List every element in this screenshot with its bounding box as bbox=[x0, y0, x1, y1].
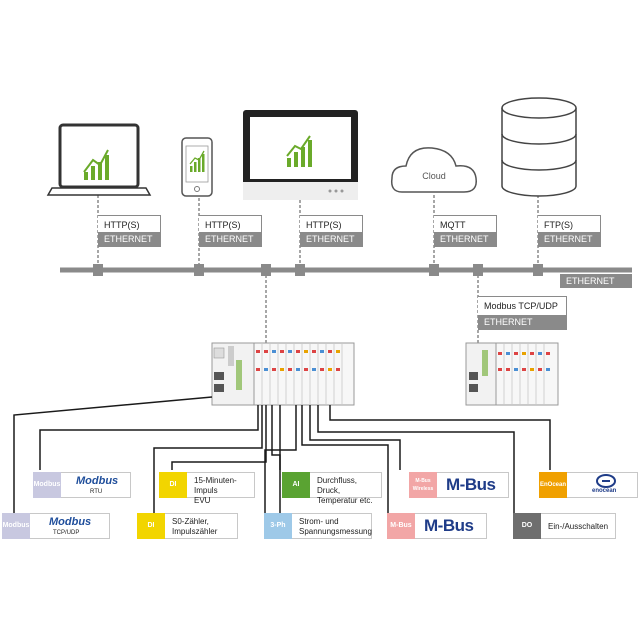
tag-laptop-network: ETHERNET bbox=[98, 232, 160, 246]
enocean-icon bbox=[596, 474, 616, 488]
tag-cloud: MQTT ETHERNET bbox=[434, 215, 497, 247]
tag-modbus-tcp-network: ETHERNET bbox=[478, 315, 566, 329]
tag-database-protocol: FTP(S) bbox=[544, 220, 573, 230]
module-mbus: M-Bus M-Bus bbox=[387, 513, 487, 539]
module-modbus-tcp-tag: Modbus bbox=[2, 513, 30, 539]
tag-database: FTP(S) ETHERNET bbox=[538, 215, 601, 247]
module-ai-line2: Temperatur etc. bbox=[317, 496, 373, 505]
module-ai-text: Durchfluss, Druck, Temperatur etc. bbox=[317, 476, 381, 506]
module-di-s0-line2: Impulszähler bbox=[172, 527, 218, 536]
module-3ph: 3-Ph Strom- und Spannungsmessung bbox=[264, 513, 372, 539]
tag-panel-network: ETHERNET bbox=[300, 232, 362, 246]
module-3ph-tag: 3-Ph bbox=[264, 513, 292, 539]
tag-panel: HTTP(S) ETHERNET bbox=[300, 215, 363, 247]
controller-main-leds bbox=[256, 350, 340, 371]
bus-label: ETHERNET bbox=[560, 274, 632, 288]
module-mbus-wireless-tag: M-Bus Wireless bbox=[409, 472, 437, 498]
module-mbus-tag: M-Bus bbox=[387, 513, 415, 539]
module-3ph-line1: Strom- und bbox=[299, 517, 339, 526]
tag-cloud-network: ETHERNET bbox=[434, 232, 496, 246]
tag-modbus-tcp: Modbus TCP/UDP ETHERNET bbox=[478, 296, 567, 330]
tag-database-network: ETHERNET bbox=[538, 232, 600, 246]
module-3ph-line2: Spannungsmessung bbox=[299, 527, 372, 536]
module-mbus-wireless: M-Bus Wireless M-Bus bbox=[409, 472, 509, 498]
tag-laptop-protocol: HTTP(S) bbox=[104, 220, 140, 230]
module-mbus-wireless-logo: M-Bus bbox=[446, 475, 496, 494]
panel-icon bbox=[243, 110, 358, 200]
laptop-icon bbox=[46, 123, 152, 196]
module-mbus-logo: M-Bus bbox=[424, 516, 474, 535]
module-modbus-rtu: Modbus Modbus RTU bbox=[33, 472, 131, 498]
module-di-impulse-text: 15-Minuten-Impuls EVU bbox=[194, 476, 254, 506]
tag-phone-network: ETHERNET bbox=[199, 232, 261, 246]
module-modbus-tcp-sub: TCP/UDP bbox=[53, 530, 80, 536]
controller-secondary-leds bbox=[498, 352, 550, 371]
controller-main-slices bbox=[261, 343, 343, 405]
module-do-text: Ein-/Ausschalten bbox=[548, 522, 608, 532]
module-modbus-tcp-logo: Modbus bbox=[49, 516, 92, 528]
tag-phone: HTTP(S) ETHERNET bbox=[199, 215, 262, 247]
database-icon bbox=[501, 97, 577, 197]
bus-connectors bbox=[93, 264, 543, 276]
tag-cloud-protocol: MQTT bbox=[440, 220, 466, 230]
cloud-label: Cloud bbox=[422, 171, 446, 181]
tag-laptop: HTTP(S) ETHERNET bbox=[98, 215, 161, 247]
module-enocean-tag: EnOcean bbox=[539, 472, 567, 498]
module-modbus-rtu-logo: Modbus bbox=[76, 475, 119, 487]
module-do-line1: Ein-/Ausschalten bbox=[548, 522, 609, 531]
module-di-s0: DI S0-Zähler, Impulszähler bbox=[137, 513, 238, 539]
module-di-s0-text: S0-Zähler, Impulszähler bbox=[172, 517, 217, 537]
module-di-impulse-tag: DI bbox=[159, 472, 187, 498]
module-di-s0-tag: DI bbox=[137, 513, 165, 539]
module-modbus-rtu-tag: Modbus bbox=[33, 472, 61, 498]
tag-modbus-tcp-protocol: Modbus TCP/UDP bbox=[484, 301, 558, 311]
module-modbus-tcp: Modbus Modbus TCP/UDP bbox=[2, 513, 110, 539]
tag-panel-protocol: HTTP(S) bbox=[306, 220, 342, 230]
phone-icon bbox=[181, 137, 213, 197]
module-do-tag: DO bbox=[513, 513, 541, 539]
module-enocean-logo: enocean bbox=[592, 488, 617, 494]
module-ai-tag: AI bbox=[282, 472, 310, 498]
controller-main-icon bbox=[211, 342, 355, 406]
module-di-impulse-line1: 15-Minuten-Impuls bbox=[194, 476, 237, 495]
module-wiring bbox=[13, 396, 551, 515]
module-do: DO Ein-/Ausschalten bbox=[513, 513, 616, 539]
module-modbus-rtu-sub: RTU bbox=[90, 489, 103, 495]
module-ai-line1: Durchfluss, Druck, bbox=[317, 476, 358, 495]
module-di-impulse-line2: EVU bbox=[194, 496, 211, 505]
tag-phone-protocol: HTTP(S) bbox=[205, 220, 241, 230]
module-di-s0-line1: S0-Zähler, bbox=[172, 517, 209, 526]
module-3ph-text: Strom- und Spannungsmessung bbox=[299, 517, 372, 537]
module-enocean: EnOcean enocean bbox=[539, 472, 638, 498]
module-di-impulse: DI 15-Minuten-Impuls EVU bbox=[159, 472, 255, 505]
controller-secondary-slices bbox=[503, 343, 545, 405]
cloud-icon bbox=[390, 147, 477, 193]
module-ai: AI Durchfluss, Druck, Temperatur etc. bbox=[282, 472, 382, 505]
